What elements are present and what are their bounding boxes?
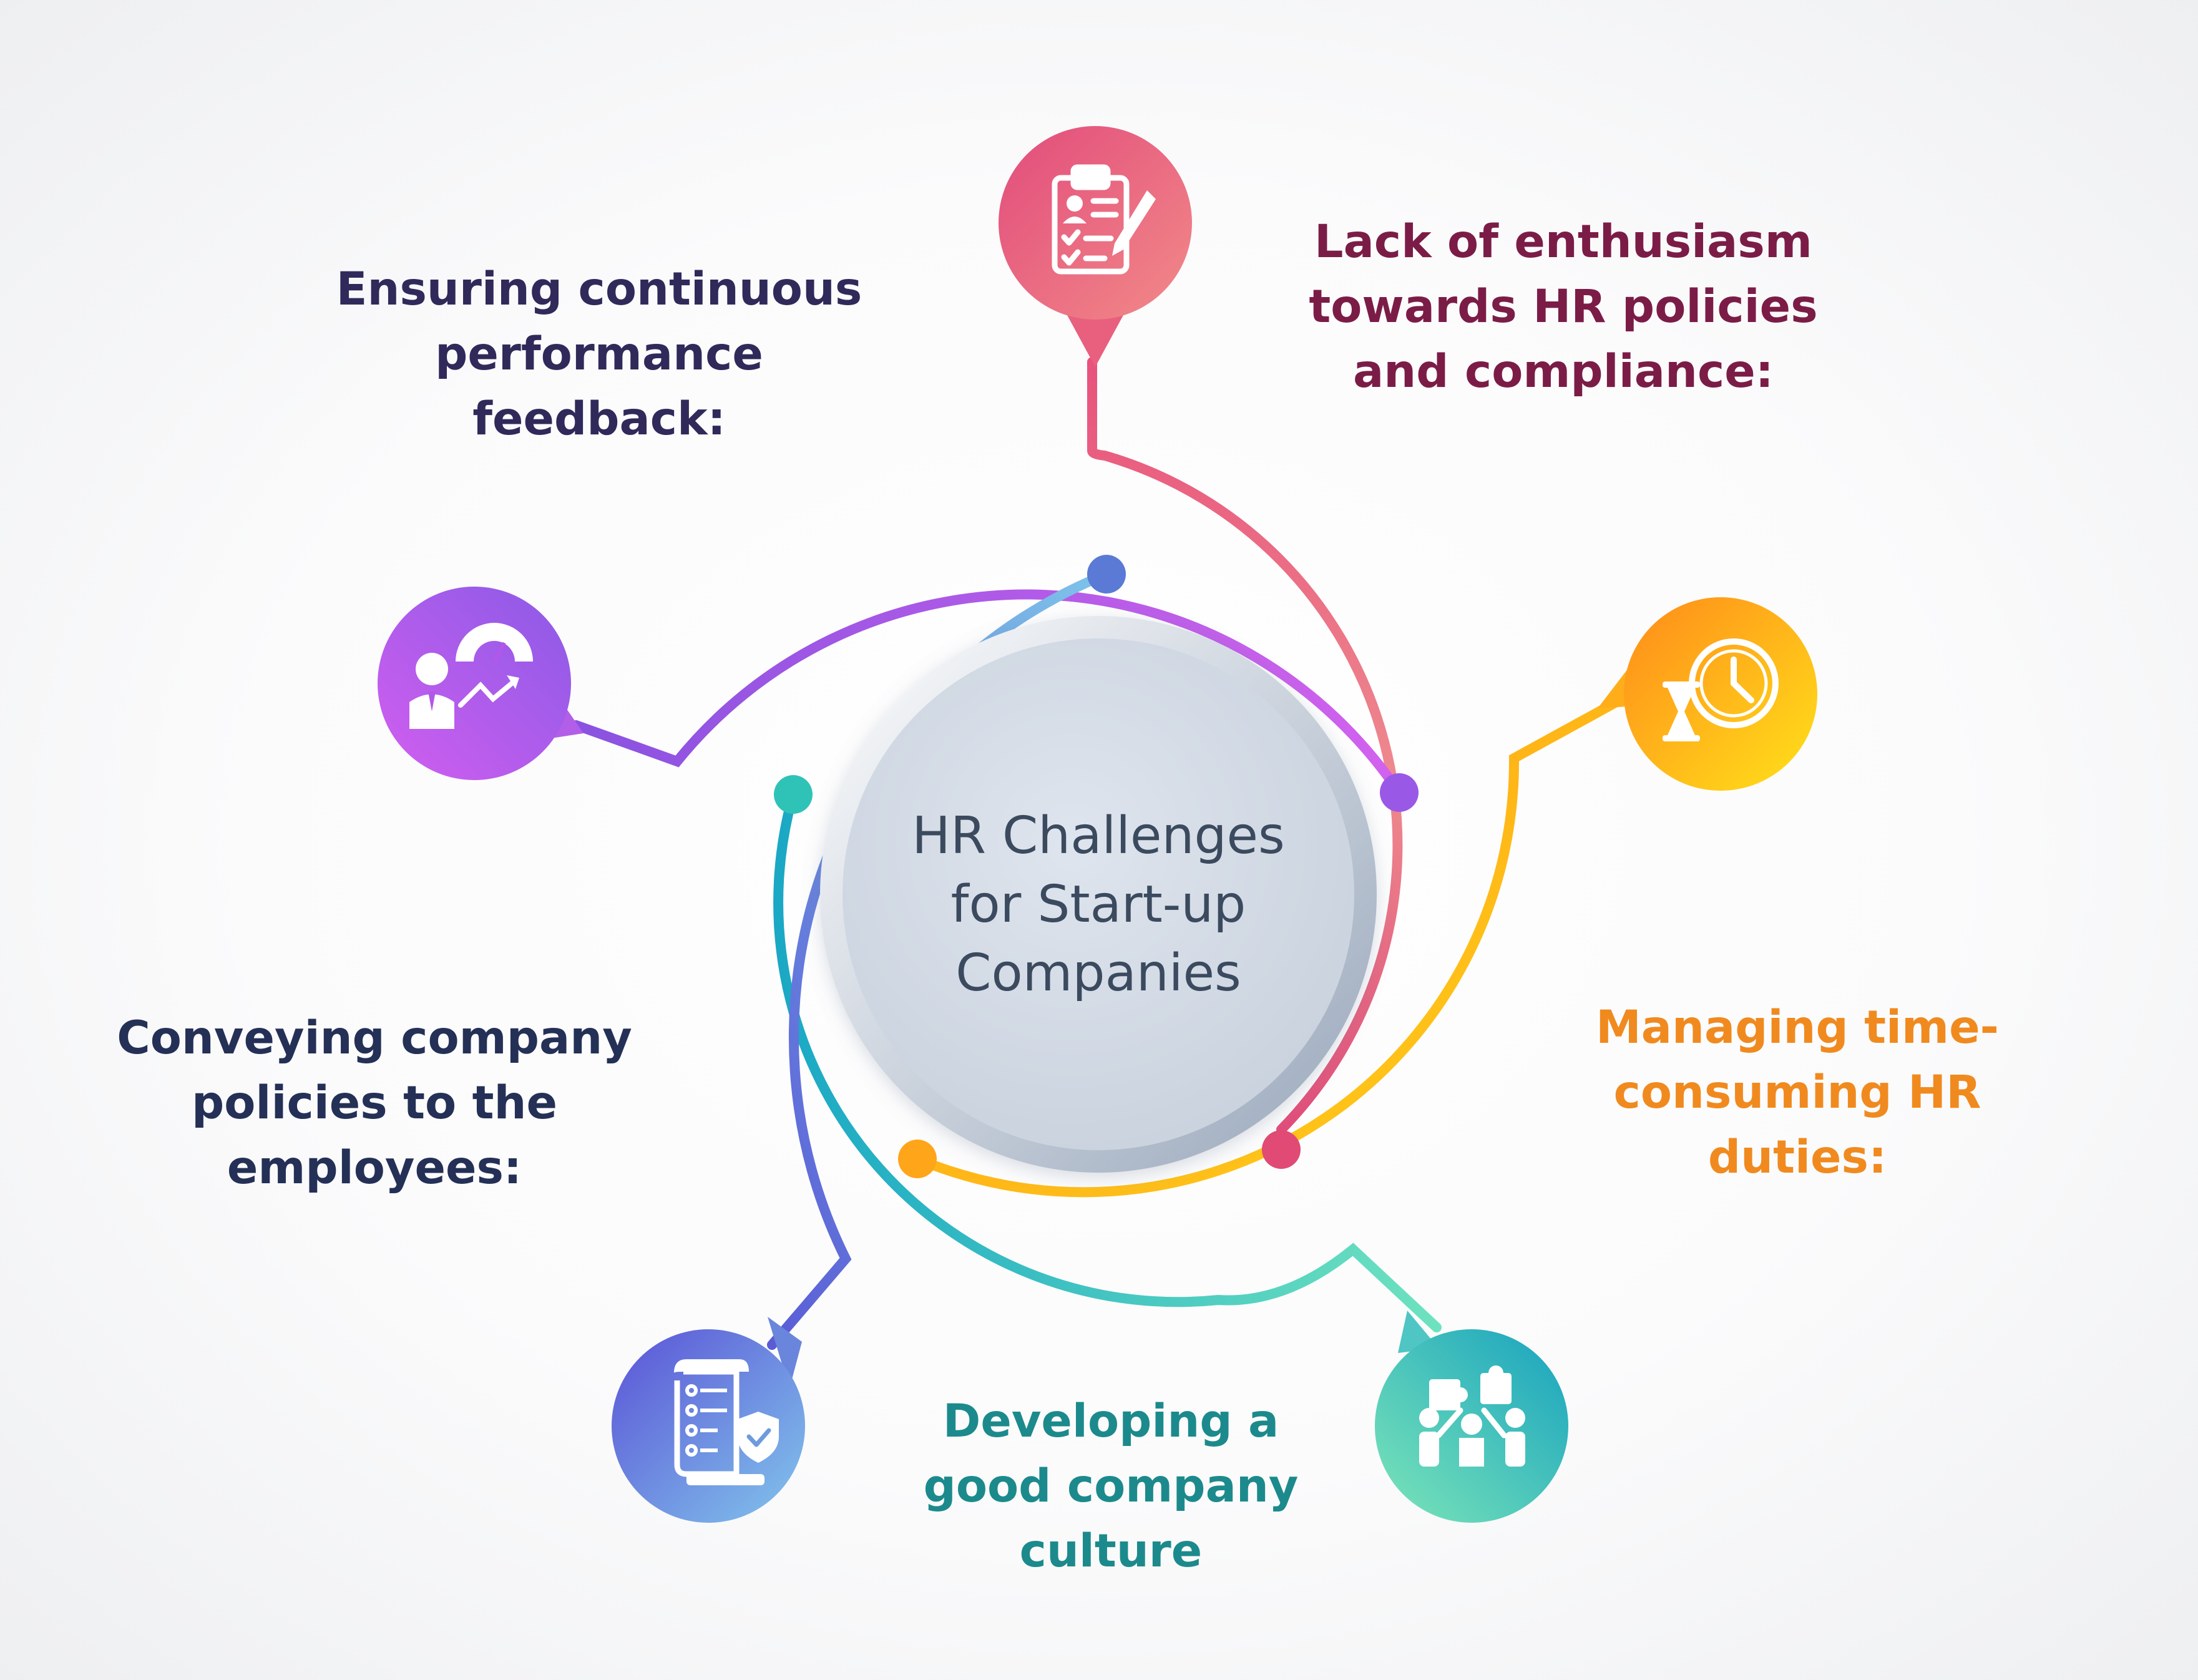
blue-line-end-dot bbox=[1087, 555, 1126, 593]
pin-performance bbox=[378, 587, 584, 780]
team-puzzle-icon bbox=[1419, 1365, 1525, 1467]
clipboard-checklist-icon bbox=[1052, 164, 1156, 275]
pink-line-end-dot bbox=[1262, 1130, 1301, 1169]
label-time: Managing time- consuming HR duties: bbox=[1596, 1001, 1999, 1184]
orange-line-end-dot bbox=[898, 1140, 937, 1178]
policy-document-icon bbox=[674, 1359, 779, 1485]
label-policies: Conveying company policies to the employ… bbox=[117, 1012, 632, 1194]
teal-connector-line bbox=[773, 789, 1442, 1332]
clock-hourglass-icon bbox=[1663, 638, 1779, 741]
performance-gauge-icon bbox=[409, 623, 533, 729]
pin-time bbox=[1598, 597, 1817, 791]
pin-policies bbox=[612, 1317, 805, 1523]
label-culture: Developing a good company culture bbox=[923, 1395, 1299, 1578]
center-circle bbox=[843, 638, 1354, 1150]
label-enthusiasm: Lack of enthusiasm towards HR policies a… bbox=[1309, 215, 1818, 398]
label-performance: Ensuring continuous performance feedback… bbox=[336, 263, 862, 446]
orange-connector-line bbox=[912, 697, 1621, 1198]
pink-connector-line bbox=[1087, 357, 1403, 1135]
purple-line-end-dot bbox=[1380, 773, 1419, 812]
pin-enthusiasm bbox=[999, 126, 1192, 367]
purple-connector-line bbox=[571, 589, 1404, 798]
pin-culture bbox=[1375, 1311, 1568, 1523]
center-title: HR Challenges for Start-up Companies bbox=[912, 806, 1285, 1003]
teal-line-end-dot bbox=[774, 775, 813, 814]
